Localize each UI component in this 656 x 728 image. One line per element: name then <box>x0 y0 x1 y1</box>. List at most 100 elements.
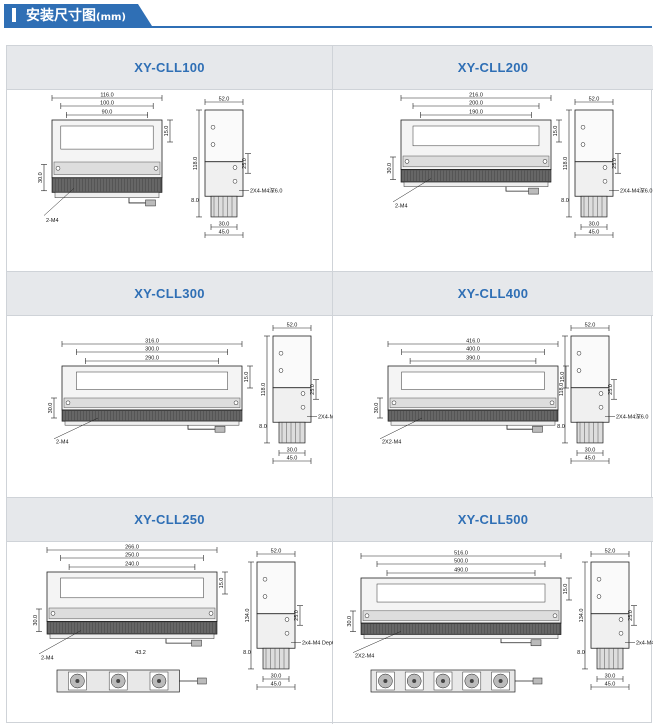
model-title: XY-CLL250 <box>7 498 332 542</box>
screw-label: 2X4-M4深6.0 <box>616 413 648 421</box>
connector-icon <box>145 199 156 207</box>
heatsink <box>400 169 552 183</box>
dim-bottom1-label: 30.0 <box>271 674 282 680</box>
dim-side-d2: 8.0 <box>577 650 585 656</box>
side-screw-icon <box>596 577 602 582</box>
model-title: XY-CLL200 <box>333 46 653 90</box>
side-heatsink <box>262 647 290 670</box>
connector-icon <box>530 639 542 647</box>
dim-light-label: 490.0 <box>454 568 468 574</box>
dim-inner-label: 200.0 <box>469 101 483 107</box>
cable <box>506 425 533 430</box>
section-header-tab: 安装尺寸图(mm) <box>4 4 152 26</box>
side-body <box>272 387 312 423</box>
side-body <box>256 613 296 649</box>
screw-label: 2x4-M4 Dep6 <box>302 641 333 647</box>
dim-top-label: 15.0 <box>553 126 559 137</box>
dim-side-d1-label: 25.0 <box>612 158 618 169</box>
bottom-plate <box>49 633 215 639</box>
side-body <box>570 387 610 423</box>
side-screw-icon <box>598 391 604 396</box>
lens-window <box>60 125 154 150</box>
dim-side-d1-label: 25.0 <box>608 384 614 395</box>
cable <box>505 186 529 192</box>
bottom-plate <box>54 192 160 198</box>
screw-hole-icon <box>364 613 370 618</box>
note2-label: 43.2 <box>135 650 146 656</box>
cable <box>500 638 531 644</box>
dim-bottom1-label: 30.0 <box>585 448 596 454</box>
dim-light-label: 290.0 <box>145 356 159 362</box>
fan-connector-icon <box>197 677 207 685</box>
dim-inner-label: 500.0 <box>454 559 468 565</box>
mount-rail <box>48 607 216 620</box>
dim-side-width-label: 52.0 <box>271 549 282 555</box>
note-label: 2-M4 <box>41 655 54 661</box>
screw-hole-icon <box>404 159 410 164</box>
note-label: 2-M4 <box>395 203 408 209</box>
side-screw-icon <box>580 125 586 130</box>
dim-side-label: 30.0 <box>48 403 54 414</box>
dim-side-height-label: 118.0 <box>193 157 199 170</box>
lens-window <box>412 125 540 147</box>
side-screw-icon <box>262 594 268 599</box>
screw-hole-icon <box>552 613 558 618</box>
dim-side-height-label: 134.0 <box>579 609 585 623</box>
connector-icon <box>214 425 226 433</box>
dim-light-label: 90.0 <box>102 110 113 116</box>
lens-window <box>376 583 546 603</box>
fan-hub <box>116 679 121 683</box>
side-body <box>574 161 614 197</box>
bottom-plate <box>390 420 556 426</box>
fan-hub <box>75 679 80 683</box>
note-label: 2X2-M4 <box>382 440 401 446</box>
note-leader <box>379 417 423 440</box>
side-heatsink <box>210 195 238 218</box>
fan-connector-icon <box>532 677 543 685</box>
side-heatsink <box>596 647 624 670</box>
dim-inner-label: 300.0 <box>145 347 159 353</box>
screw-hole-icon <box>208 611 214 616</box>
section-title: 安装尺寸图(mm) <box>26 8 126 24</box>
dim-side-width-label: 52.0 <box>605 549 616 555</box>
heatsink <box>61 409 243 422</box>
dim-side-width-label: 52.0 <box>585 323 596 329</box>
side-screw-icon <box>278 368 284 373</box>
dim-side-d1-label: 25.0 <box>310 384 316 395</box>
screw-label: 2X4-M4深6.0 <box>620 187 652 195</box>
dim-light-label: 190.0 <box>469 110 483 116</box>
model-title: XY-CLL100 <box>7 46 332 90</box>
note-leader <box>43 188 75 216</box>
dim-side-d2: 8.0 <box>243 650 251 656</box>
dim-bottom2-label: 45.0 <box>585 456 596 462</box>
side-screw-icon <box>284 617 290 622</box>
side-heatsink <box>278 421 306 444</box>
dim-total-label: 266.0 <box>125 545 139 551</box>
side-screw-icon <box>576 351 582 356</box>
screw-hole-icon <box>542 159 548 164</box>
fan-hub <box>441 679 445 683</box>
dim-side-d1-label: 25.0 <box>242 158 248 169</box>
heatsink <box>46 621 218 635</box>
screw-hole-icon <box>391 400 397 406</box>
dim-side-height-label: 118.0 <box>261 383 267 396</box>
dim-side-d2: 8.0 <box>557 424 565 430</box>
screw-hole-icon <box>55 166 61 171</box>
dim-top-label: 15.0 <box>560 372 566 383</box>
model-title: XY-CLL400 <box>333 272 653 316</box>
side-screw-icon <box>602 165 608 170</box>
